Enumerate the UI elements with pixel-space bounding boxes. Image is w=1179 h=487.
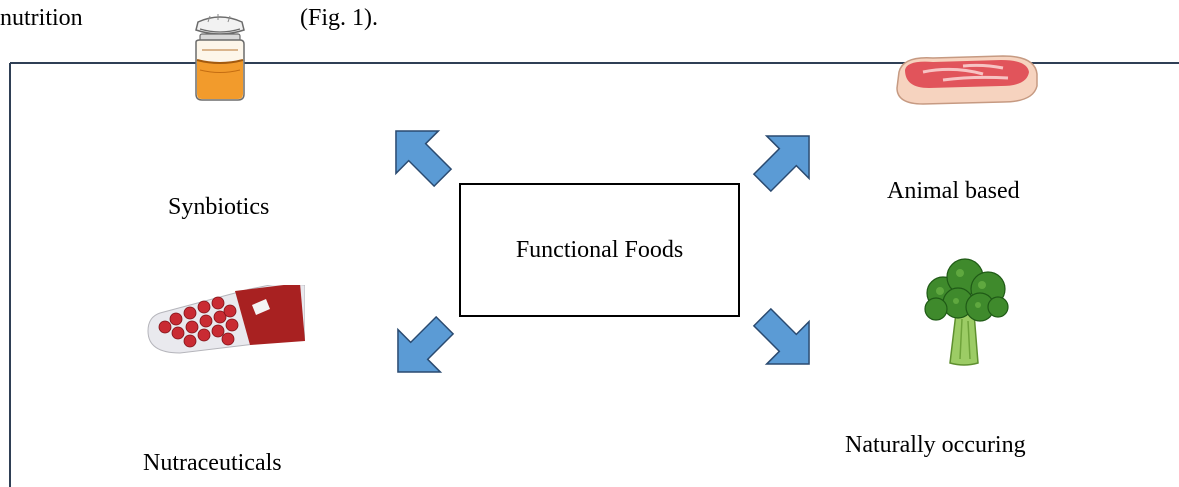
label-nutraceuticals: Nutraceuticals	[143, 450, 282, 476]
label-naturally-occuring: Naturally occuring	[845, 432, 1026, 458]
steak-icon	[896, 55, 1038, 105]
label-synbiotics: Synbiotics	[168, 194, 270, 220]
figure-reference: (Fig. 1).	[300, 5, 378, 31]
arrow-up-left	[373, 108, 465, 200]
label-animal-based: Animal based	[887, 178, 1020, 204]
arrow-up-right	[740, 113, 832, 205]
capsule-icon	[147, 285, 305, 354]
jar-icon	[195, 14, 245, 101]
broccoli-icon	[924, 258, 1009, 366]
arrow-down-right	[740, 295, 832, 387]
arrow-down-left	[375, 303, 467, 395]
header-text-left: nutrition	[0, 5, 83, 31]
center-node: Functional Foods	[459, 183, 740, 317]
center-node-label: Functional Foods	[515, 236, 684, 263]
